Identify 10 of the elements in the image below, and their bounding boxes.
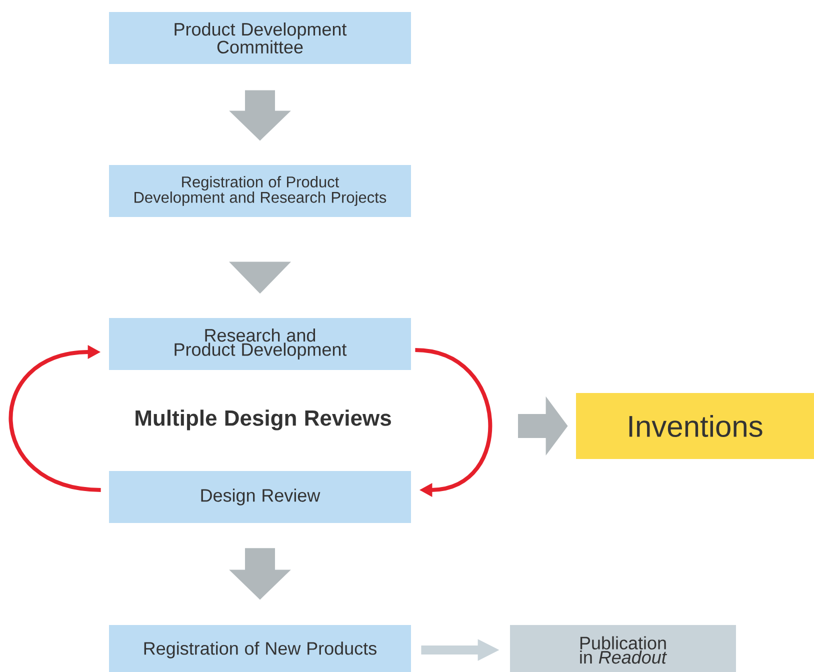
result-box: Inventions — [576, 392, 814, 459]
loop-arrow — [414, 348, 492, 497]
process-box: Product Development Committee — [109, 12, 411, 64]
loop-label: Multiple Design Reviews — [136, 410, 391, 430]
process-box: Design Review — [109, 470, 411, 523]
process-box: Registration of New Products — [109, 624, 411, 672]
process-box: Registration of Product Development and Research Projects — [109, 165, 411, 217]
process-box: Publication in Readout — [510, 624, 736, 672]
process-box: Research and Product Development — [109, 318, 411, 370]
loop-arrow — [8, 344, 101, 492]
